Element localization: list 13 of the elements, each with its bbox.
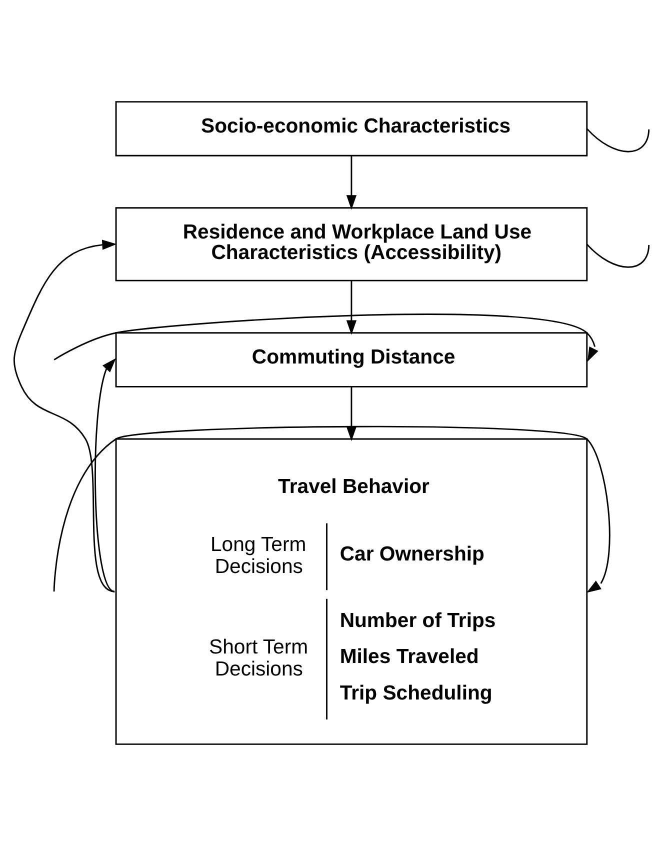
arrow xyxy=(346,280,357,335)
arrow xyxy=(54,314,598,362)
connector xyxy=(586,244,650,268)
arrow xyxy=(14,240,117,592)
node-box: Travel Behavior Long Term Decisions Car Ownership Short Term Decisions Number of Trips Miles Traveled Trip Scheduling xyxy=(115,438,588,745)
connector xyxy=(586,128,650,152)
node-box: Socio-economic Characteristics xyxy=(115,101,588,156)
node-box: Residence and Workplace Land Use Characteristics (Accessibility) xyxy=(115,207,588,282)
arrow xyxy=(53,426,610,593)
arrow xyxy=(346,156,357,210)
arrow xyxy=(94,358,116,592)
node-box: Commuting Distance xyxy=(115,332,588,388)
arrow xyxy=(346,387,357,442)
